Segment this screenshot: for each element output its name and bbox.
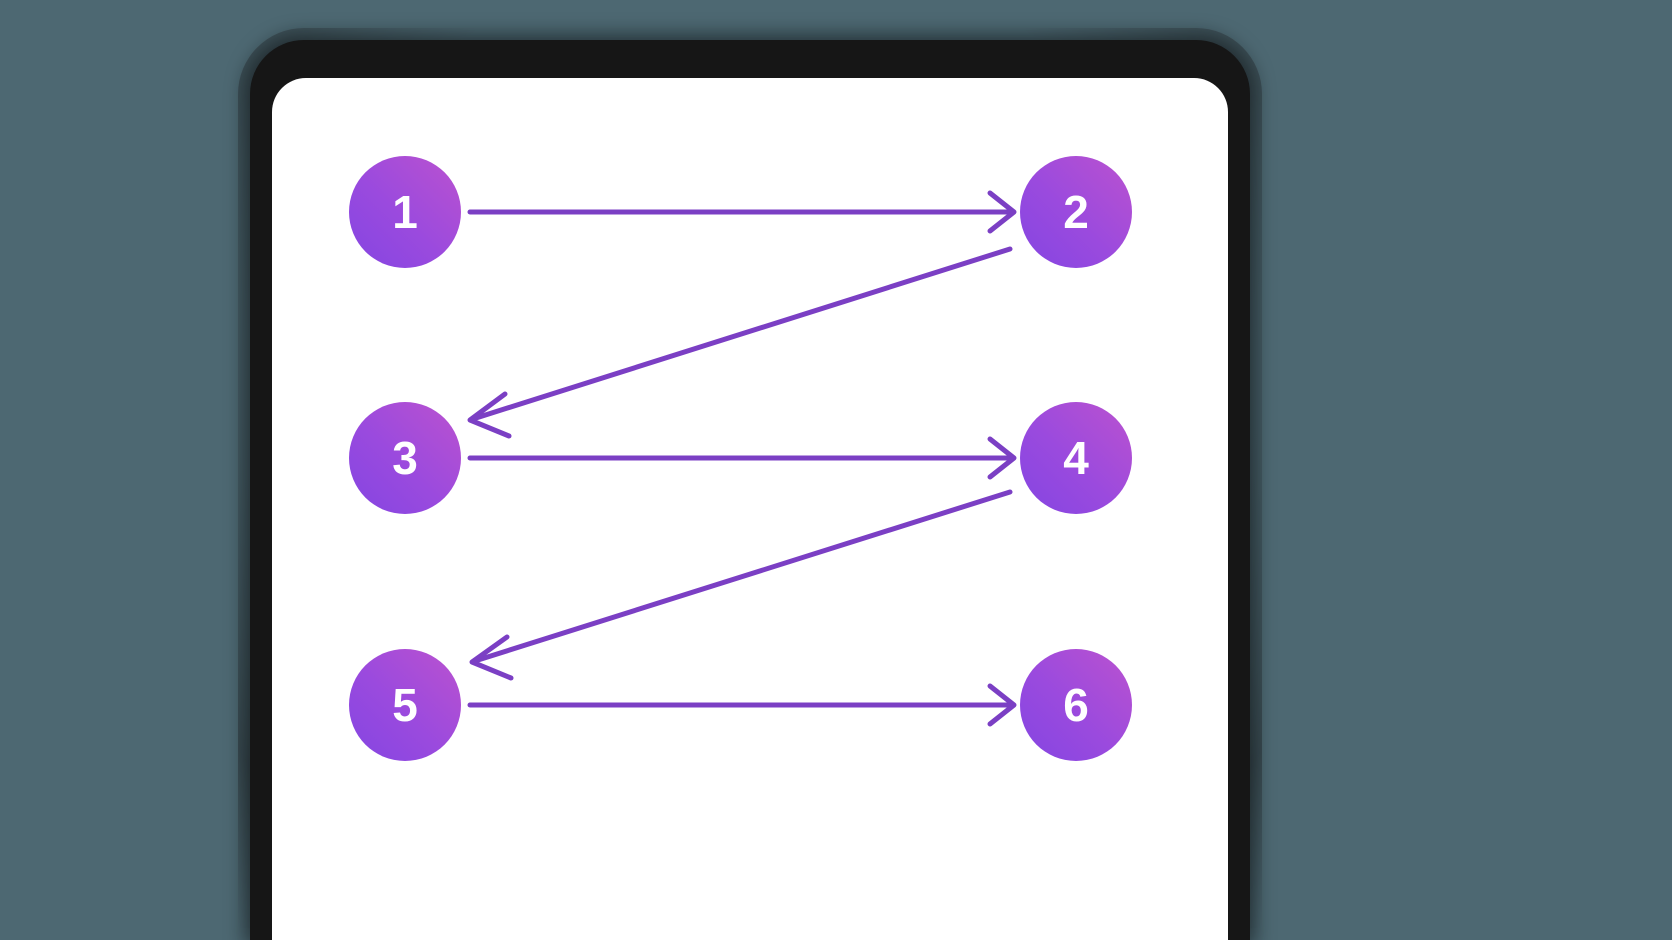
node-1[interactable]: 1 — [349, 156, 461, 268]
node-2[interactable]: 2 — [1020, 156, 1132, 268]
node-3[interactable]: 3 — [349, 402, 461, 514]
node-5[interactable]: 5 — [349, 649, 461, 761]
node-4-label: 4 — [1063, 432, 1089, 484]
node-6[interactable]: 6 — [1020, 649, 1132, 761]
node-layer: 1 2 3 4 5 — [349, 156, 1132, 761]
node-flow-diagram: 1 2 3 4 5 — [349, 156, 1132, 761]
node-3-label: 3 — [392, 432, 418, 484]
screenshot-stage: 1 2 3 4 5 — [238, 28, 1262, 940]
node-4[interactable]: 4 — [1020, 402, 1132, 514]
edge-2-to-3 — [467, 246, 1013, 439]
edge-layer — [467, 190, 1017, 727]
edge-3-to-4 — [467, 436, 1017, 480]
edge-4-to-5 — [469, 489, 1013, 681]
node-5-label: 5 — [392, 679, 418, 731]
node-6-label: 6 — [1063, 679, 1089, 731]
edge-5-to-6 — [467, 683, 1017, 727]
node-2-label: 2 — [1063, 186, 1089, 238]
node-1-label: 1 — [392, 186, 418, 238]
edge-1-to-2 — [467, 190, 1017, 234]
